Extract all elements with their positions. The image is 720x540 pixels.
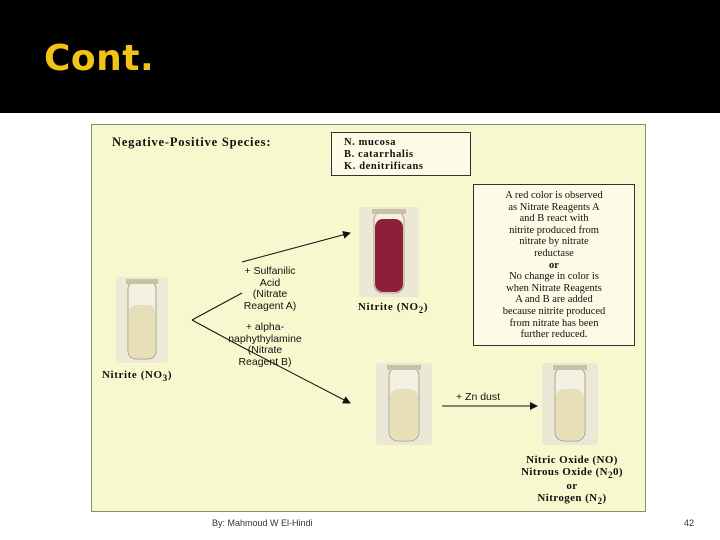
species-item: B. catarrhalis [344,149,414,160]
explanation-line: A and B are added [515,294,593,306]
clear-solution [390,389,418,440]
footer-author: By: Mahmoud W El-Hindi [212,518,313,528]
arrow-to-red-tube [241,230,351,263]
species-item: N. mucosa [344,137,397,148]
reagent-a-line: + Sulfanilic [244,265,296,277]
zinc-label: + Zn dust [456,391,501,403]
reagent-a-line: (Nitrate [252,288,288,300]
slide-title: Cont. [44,38,155,79]
product-line: Nitrogen (N2) [537,491,607,507]
explanation-line: when Nitrate Reagents [506,282,602,294]
reagent-b-label: + alpha- naphythylamine (Nitrate Reagent… [210,321,320,368]
explanation-line: and B react with [519,213,589,225]
product-line: or [566,480,578,493]
page-number: 42 [684,518,695,528]
explanation-line: nitrate by nitrate [519,236,589,248]
reagent-a-label: + Sulfanilic Acid (Nitrate Reagent A) [220,265,320,312]
arrow-fork-upper [191,292,243,321]
slide-header: Cont. [0,0,720,113]
explanation-line: as Nitrate Reagents A [508,201,600,213]
arrow-fork-lower [191,319,243,348]
species-box: N. mucosa B. catarrhalis K. denitrifican… [331,132,471,176]
explanation-or: or [549,259,559,271]
explanation-line: A red color is observed [505,190,603,201]
reagent-a-line: Acid [259,276,281,289]
explanation-line: further reduced. [520,329,588,341]
red-solution [375,219,403,292]
reaction-arrows [191,230,538,410]
explanation-line: reductase [534,247,574,259]
product-line: Nitrous Oxide (N20) [521,465,623,480]
products-label: Nitric Oxide (NO) Nitrous Oxide (N20) or… [497,454,647,508]
reagent-a-line: Reagent A) [243,299,297,312]
reagent-b-line: + alpha- [245,321,285,333]
clear-solution [129,305,155,358]
test-tube-start [116,277,168,363]
test-tube-product [542,363,598,445]
start-tube-label: Nitrite (NO3) [102,369,173,384]
explanation-box: A red color is observed as Nitrate Reage… [473,184,635,346]
reagent-b-line: naphythylamine [228,332,302,345]
explanation-line: because nitrite produced [502,305,606,317]
arrow-to-clear-tube [241,346,351,404]
explanation-line: No change in color is [509,271,599,283]
explanation-line: from nitrate has been [509,317,599,329]
reagent-b-line: (Nitrate [247,344,283,356]
species-heading: Negative-Positive Species: [112,135,272,149]
species-item: K. denitrificans [344,161,424,172]
reagent-b-line: Reagent B) [238,355,292,368]
nitrate-test-figure: Negative-Positive Species: N. mucosa B. … [91,124,646,512]
product-line: Nitric Oxide (NO) [526,454,618,466]
explanation-line: nitrite produced from [509,224,599,236]
clear-solution [556,389,584,440]
test-tube-clear [376,363,432,445]
red-tube-label: Nitrite (NO2) [358,301,429,316]
test-tube-red [359,207,419,297]
